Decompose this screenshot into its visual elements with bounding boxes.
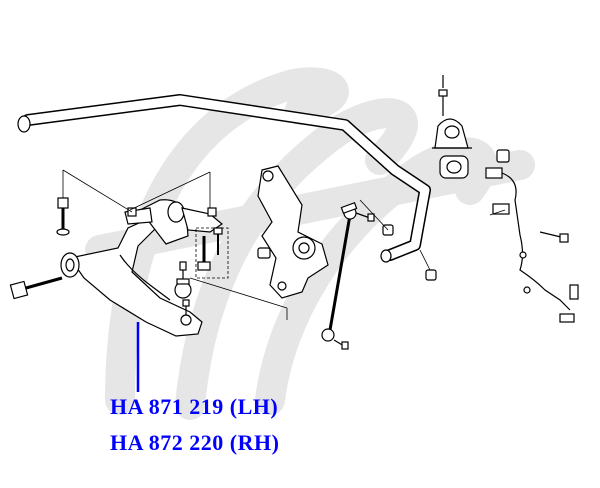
stabilizer-bracket[interactable] [432, 118, 472, 149]
bolt-icon [9, 197, 437, 300]
leader-lines [62, 169, 506, 320]
bolt-icon [438, 75, 448, 116]
part-number-rh[interactable]: HA 872 220 (RH) [110, 430, 280, 455]
bushing-icon[interactable] [439, 155, 469, 179]
stabilizer-link-icon[interactable] [321, 202, 375, 350]
stabilizer-bar[interactable] [17, 94, 431, 263]
part-number-lh[interactable]: HA 871 219 (LH) [110, 394, 279, 419]
bolt-group-box [195, 227, 229, 279]
control-arm-icon[interactable] [60, 199, 224, 337]
abs-sensor-icon[interactable] [485, 167, 579, 323]
knuckle-icon[interactable] [257, 165, 329, 299]
ball-joint-icon[interactable] [174, 261, 192, 326]
